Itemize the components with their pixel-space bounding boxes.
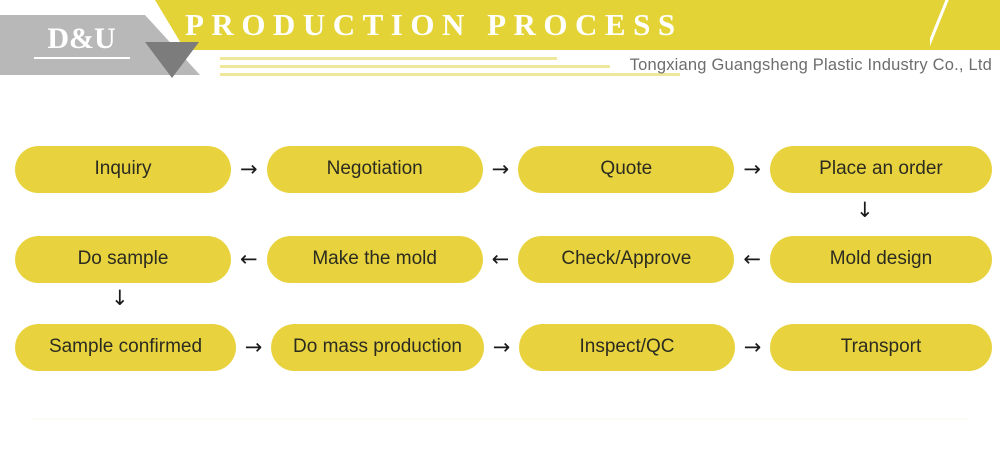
flow-arrow-right-0-0: →: [240, 156, 258, 181]
header-rule-3: [220, 73, 680, 76]
flow-node-check-approve[interactable]: Check/Approve: [518, 235, 735, 283]
logo-text: D&U: [47, 22, 116, 55]
flow-node-place-an-order[interactable]: Place an order: [769, 145, 992, 193]
flow-node-do-sample[interactable]: Do sample: [15, 235, 231, 283]
flow-node-mold-design[interactable]: Mold design: [769, 235, 992, 283]
flow-row-2: Do sample ← Make the mold ← Check/Approve ← Mo…: [0, 235, 1000, 283]
flow-node-inquiry[interactable]: Inquiry: [15, 145, 231, 193]
flow-arrow-right-2-0: →: [244, 334, 263, 359]
header-rule-2: [220, 65, 610, 68]
flow-arrow-right-2-2: →: [743, 334, 762, 359]
flow-node-quote[interactable]: Quote: [518, 145, 735, 193]
flow-arrow-right-0-1: →: [491, 156, 510, 181]
flow-arrow-right-2-1: →: [492, 334, 511, 359]
page-header: PRODUCTION PROCESS D&U Tongxiang Guangsh…: [0, 0, 1000, 95]
logo: D&U: [24, 22, 139, 59]
header-rule-1: [220, 57, 557, 60]
flow-node-negotiation[interactable]: Negotiation: [266, 145, 483, 193]
footer-divider: [32, 418, 968, 420]
company-name: Tongxiang Guangsheng Plastic Industry Co…: [629, 56, 992, 74]
flow-node-make-the-mold[interactable]: Make the mold: [266, 235, 483, 283]
flow-row-3: Sample confirmed → Do mass production → Insp…: [0, 323, 1000, 371]
logo-underline: [33, 57, 130, 59]
flow-arrow-down-1: ↓: [856, 198, 874, 222]
flow-node-inspect-qc[interactable]: Inspect/QC: [519, 323, 735, 371]
flow-arrow-left-1-2: ←: [743, 246, 761, 271]
flow-node-do-mass-production[interactable]: Do mass production: [271, 323, 484, 371]
header-yellow-band: [155, 0, 1000, 50]
flow-node-transport[interactable]: Transport: [770, 323, 992, 371]
page-title: PRODUCTION PROCESS: [185, 7, 683, 42]
flow-arrow-down-2: ↓: [111, 286, 129, 310]
flow-arrow-left-1-0: ←: [240, 246, 258, 271]
flow-arrow-left-1-1: ←: [491, 246, 510, 271]
flow-arrow-right-0-2: →: [743, 156, 761, 181]
production-process-flowchart: Inquiry → Negotiation → Quote → Place an order…: [0, 120, 1000, 400]
flow-row-1: Inquiry → Negotiation → Quote → Place an order: [0, 145, 1000, 193]
flow-node-sample-confirmed[interactable]: Sample confirmed: [15, 323, 236, 371]
